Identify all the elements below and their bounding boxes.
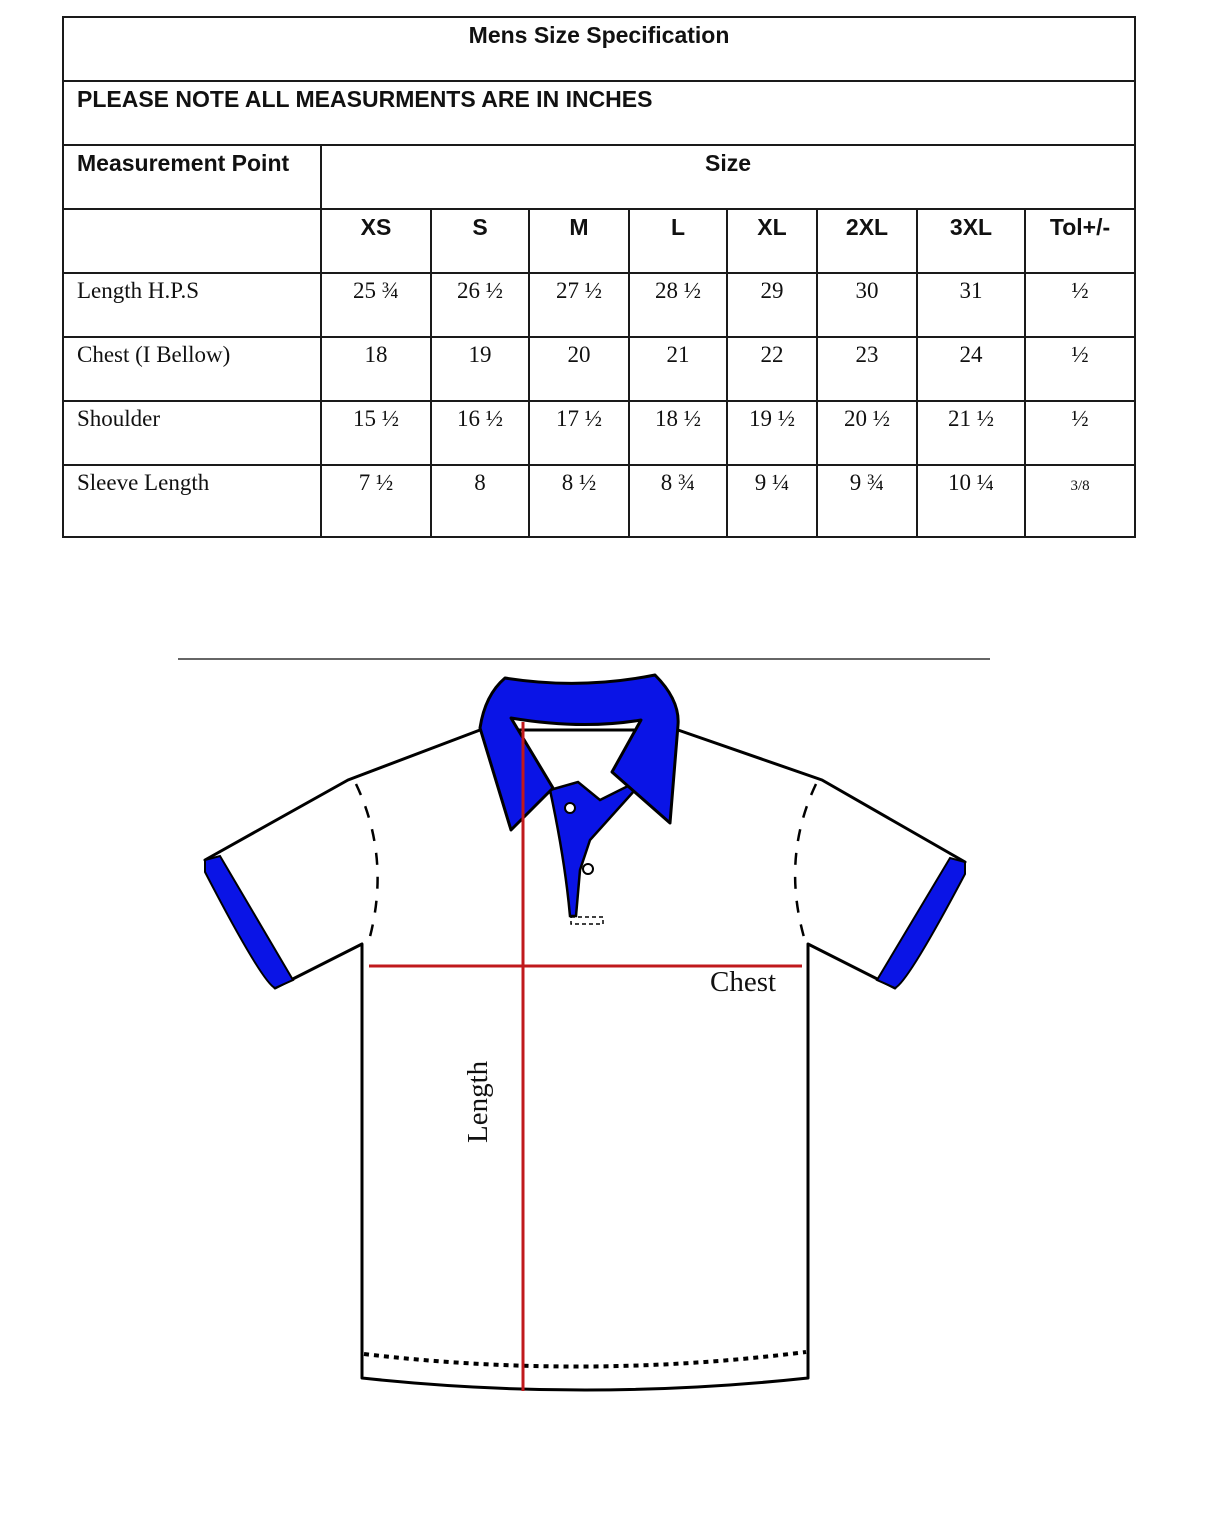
size-header: Size: [319, 144, 1137, 210]
cell-value: 26 ½: [430, 272, 530, 338]
measurement-point-header: Measurement Point: [62, 144, 322, 210]
cell-value: 27 ½: [528, 272, 630, 338]
cell-value: 21 ½: [916, 400, 1026, 466]
cell-value: 8: [430, 464, 530, 538]
collar: [478, 673, 680, 832]
cell-value: 18 ½: [628, 400, 728, 466]
placket-bottom-stitch: [570, 916, 604, 925]
table-row-chest: Chest (I Bellow) 18 19 20 21 22 23 24 ½: [62, 336, 1137, 402]
units-note: PLEASE NOTE ALL MEASURMENTS ARE IN INCHE…: [61, 80, 1137, 146]
cell-value: 23: [816, 336, 918, 402]
cell-value: 9 ¾: [816, 464, 918, 538]
cell-value: 9 ¼: [726, 464, 818, 538]
col-header-m: M: [528, 208, 630, 274]
col-header-2xl: 2XL: [816, 208, 918, 274]
cell-value: 28 ½: [628, 272, 728, 338]
cell-value: 16 ½: [430, 400, 530, 466]
cell-value: 30: [816, 272, 918, 338]
col-header-s: S: [430, 208, 530, 274]
table-row-sleeve: Sleeve Length 7 ½ 8 8 ½ 8 ¾ 9 ¼ 9 ¾ 10 ¼…: [62, 464, 1137, 538]
size-columns-row: XS S M L XL 2XL 3XL Tol+/-: [62, 208, 1137, 274]
col-header-tolerance: Tol+/-: [1023, 208, 1137, 274]
row-label: Chest (I Bellow): [62, 336, 322, 402]
length-label: Length: [462, 1060, 494, 1143]
cell-value: 15 ½: [320, 400, 432, 466]
cell-value: 22: [726, 336, 818, 402]
size-spec-table: Mens Size Specification PLEASE NOTE ALL …: [61, 16, 1137, 538]
cell-value: 10 ¼: [916, 464, 1026, 538]
cell-value: 24: [916, 336, 1026, 402]
row-label: Shoulder: [62, 400, 322, 466]
cell-value: 19: [430, 336, 530, 402]
cell-tolerance: 3/8: [1023, 464, 1137, 538]
table-row-length: Length H.P.S 25 ¾ 26 ½ 27 ½ 28 ½ 29 30 3…: [62, 272, 1137, 338]
cell-value: 25 ¾: [320, 272, 432, 338]
cell-tolerance: ½: [1023, 400, 1137, 466]
cell-value: 18: [320, 336, 432, 402]
chest-label: Chest: [710, 966, 777, 998]
left-cuff: [204, 854, 295, 990]
cell-value: 20: [528, 336, 630, 402]
shirt-body: [203, 728, 967, 1392]
col-header-xl: XL: [726, 208, 818, 274]
cell-tolerance: ½: [1023, 272, 1137, 338]
row-label: Length H.P.S: [62, 272, 322, 338]
cell-value: 21: [628, 336, 728, 402]
polo-shirt-illustration: [178, 658, 990, 1392]
cell-value: 29: [726, 272, 818, 338]
table-row-shoulder: Shoulder 15 ½ 16 ½ 17 ½ 18 ½ 19 ½ 20 ½ 2…: [62, 400, 1137, 466]
right-cuff: [875, 856, 966, 990]
cell-value: 8 ¾: [628, 464, 728, 538]
button-bottom: [582, 863, 594, 875]
cell-value: 19 ½: [726, 400, 818, 466]
col-header-l: L: [628, 208, 728, 274]
empty-header-cell: [62, 208, 322, 274]
cell-value: 17 ½: [528, 400, 630, 466]
hem-stitch: [363, 1350, 807, 1369]
row-label: Sleeve Length: [62, 464, 322, 538]
cell-value: 7 ½: [320, 464, 432, 538]
right-armhole-seam: [793, 783, 818, 945]
cell-value: 31: [916, 272, 1026, 338]
polo-shirt-diagram: Chest Length: [0, 640, 1208, 1420]
col-header-3xl: 3XL: [916, 208, 1026, 274]
cell-value: 20 ½: [816, 400, 918, 466]
button-top: [564, 802, 576, 814]
left-armhole-seam: [354, 783, 379, 945]
cell-tolerance: ½: [1023, 336, 1137, 402]
col-header-xs: XS: [320, 208, 432, 274]
cell-value: 8 ½: [528, 464, 630, 538]
table-title: Mens Size Specification: [61, 16, 1137, 82]
